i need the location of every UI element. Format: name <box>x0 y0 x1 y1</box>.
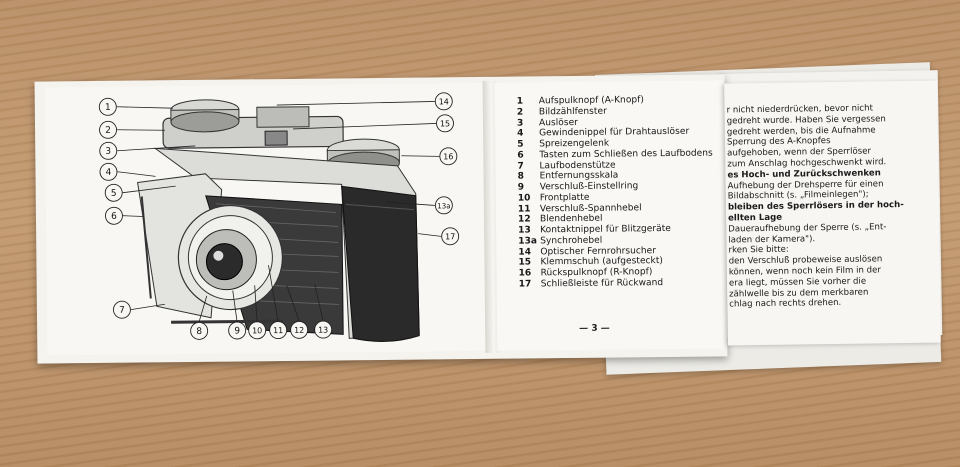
camera-illustration: 1 2 3 4 5 6 7 8 9 10 11 12 13 13a 14 15 … <box>98 92 460 343</box>
legend-number: 14 <box>518 246 532 258</box>
legend-number: 5 <box>517 139 524 150</box>
legend-number: 4 <box>517 128 524 139</box>
callout-5: 5 <box>111 189 117 199</box>
callout-8: 8 <box>196 327 202 337</box>
legend-text: Schließleiste für Rückwand <box>540 277 664 290</box>
callout-9: 9 <box>234 326 240 336</box>
callout-16: 16 <box>443 152 453 161</box>
legend-number: 6 <box>517 150 524 161</box>
callout-17: 17 <box>445 232 455 241</box>
callout-13a: 13a <box>437 202 450 210</box>
callout-3: 3 <box>105 147 111 157</box>
callout-15: 15 <box>440 119 450 128</box>
callout-1: 1 <box>105 103 111 113</box>
legend-number: 13 <box>518 225 531 236</box>
callout-2: 2 <box>105 126 111 136</box>
callout-12: 12 <box>294 326 304 335</box>
legend-number: 17 <box>518 279 532 290</box>
legend-number: 3 <box>516 118 524 129</box>
legend-number: 2 <box>516 107 524 118</box>
left-page: 1 2 3 4 5 6 7 8 9 10 11 12 13 13a 14 15 … <box>44 82 488 356</box>
page-number: — 3 — <box>579 323 610 334</box>
callout-6: 6 <box>111 212 117 222</box>
callout-14: 14 <box>439 97 449 106</box>
legend-number: 13a <box>518 236 538 247</box>
legend-item: 17 Schließleiste für Rückwand <box>519 277 723 290</box>
legend-number: 12 <box>517 214 531 225</box>
callout-7: 7 <box>119 306 125 316</box>
callout-4: 4 <box>106 168 112 178</box>
legend-number: 8 <box>517 171 524 182</box>
legend-number: 16 <box>518 268 532 279</box>
legend-number: 11 <box>517 203 531 215</box>
legend-number: 7 <box>517 161 524 172</box>
legend-number: 9 <box>517 182 525 193</box>
instruction-line: chlag nach rechts drehen. <box>729 298 842 310</box>
callout-11: 11 <box>273 326 283 335</box>
callout-13: 13 <box>318 326 328 335</box>
manual-booklet: 1 2 3 4 5 6 7 8 9 10 11 12 13 13a 14 15 … <box>34 74 728 364</box>
legend-number: 15 <box>518 257 532 268</box>
callout-10: 10 <box>252 326 262 335</box>
legend-number: 1 <box>516 96 524 107</box>
legend-number: 10 <box>517 193 531 204</box>
